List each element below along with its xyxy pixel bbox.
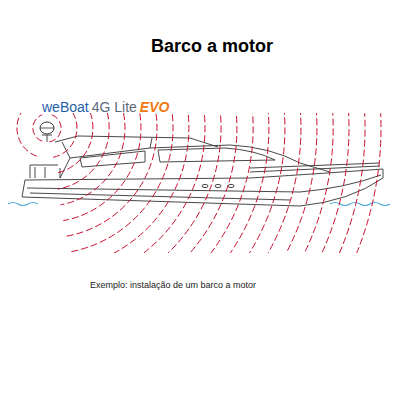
signal-arc — [33, 115, 42, 141]
signal-arc — [88, 113, 285, 253]
signal-arc — [91, 113, 301, 253]
signal-arc — [61, 113, 125, 205]
signal-arc — [74, 113, 205, 253]
signal-arc — [52, 113, 77, 158]
signal-arc — [94, 113, 317, 253]
signal-arc — [55, 113, 93, 173]
logo-text: 4G Lite — [92, 99, 137, 115]
signal-arc — [83, 113, 253, 253]
signal-arc — [99, 113, 349, 253]
signal-arc — [69, 113, 173, 252]
signal-arc — [72, 113, 189, 253]
signal-arc — [80, 113, 237, 253]
caption: Exemplo: instalação de um barco a motor — [90, 280, 256, 290]
signal-arc — [63, 113, 141, 221]
signal-arc — [97, 113, 333, 253]
signal-waves — [17, 113, 381, 253]
signal-arc — [66, 113, 157, 236]
signal-arc — [102, 113, 365, 253]
title: Barco a motor — [0, 36, 400, 57]
signal-arc — [58, 113, 109, 189]
antenna-dome — [40, 122, 54, 134]
signal-arc — [49, 115, 61, 142]
logo-text: weBoat — [42, 99, 89, 115]
logo-text: EVO — [140, 99, 170, 115]
signal-arc — [77, 113, 221, 253]
logo: weBoat4G LiteEVO — [42, 99, 169, 115]
signal-arc — [105, 113, 381, 253]
signal-arc — [86, 113, 269, 253]
boat-outline — [22, 135, 383, 206]
signal-arc — [17, 113, 37, 156]
